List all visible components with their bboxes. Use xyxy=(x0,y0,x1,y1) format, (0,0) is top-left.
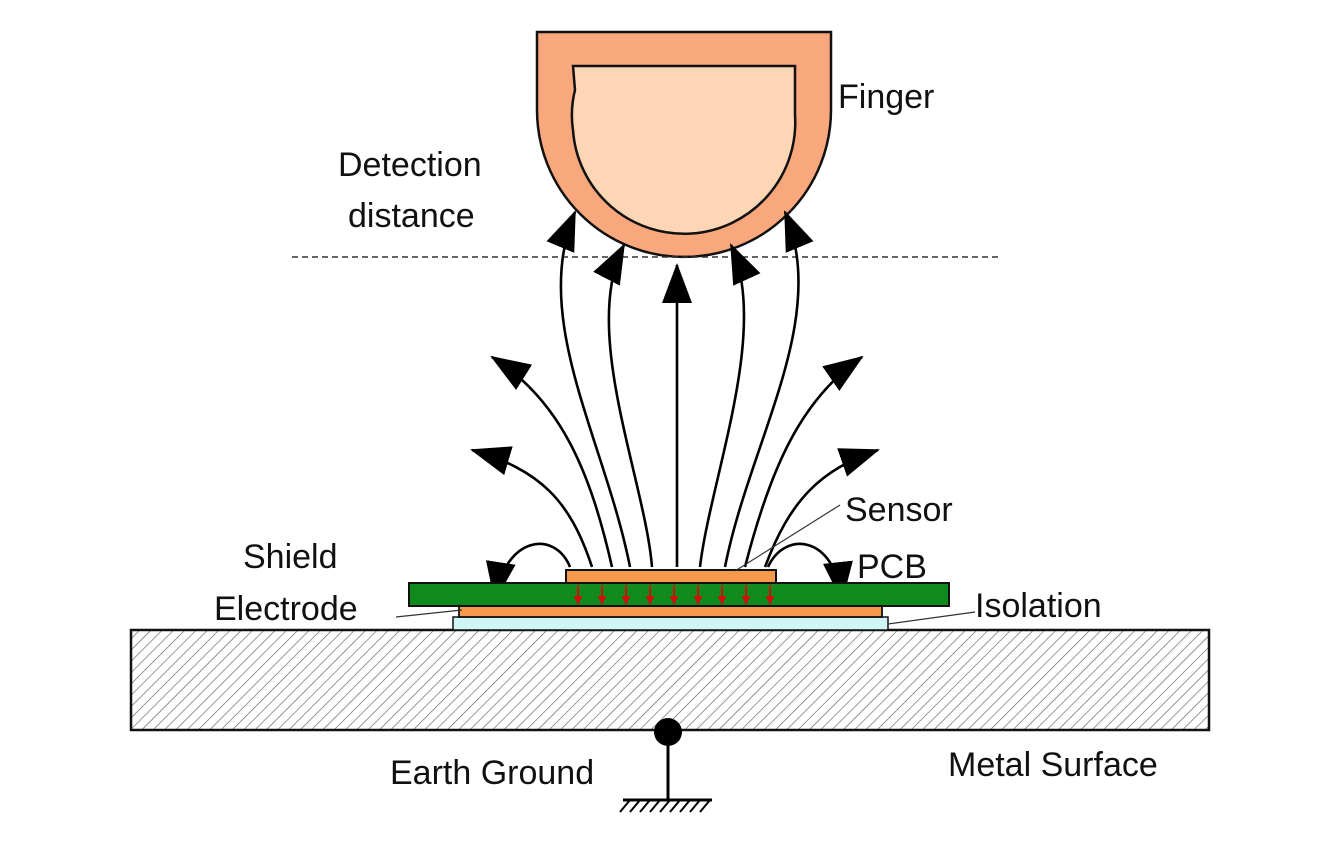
pcb-label: PCB xyxy=(857,548,927,586)
ground-hatch-mark xyxy=(649,799,661,813)
detection-distance-label-2: distance xyxy=(348,197,475,235)
detection-distance-label-1: Detection xyxy=(338,146,482,184)
field-loop-right xyxy=(766,542,853,602)
pcb-board xyxy=(408,582,950,607)
ground-hatch-mark xyxy=(639,799,651,813)
isolation-label: Isolation xyxy=(975,587,1102,625)
ground-hatch-mark xyxy=(659,799,671,813)
metal-surface xyxy=(129,628,1211,732)
shield-electrode-label-2: Electrode xyxy=(214,590,358,628)
isolation-layer xyxy=(452,616,889,631)
ground-hatch-mark xyxy=(629,799,641,813)
ground-hatch-mark xyxy=(669,799,681,813)
sensor-pad xyxy=(565,569,777,584)
field-line-lower-left xyxy=(470,446,594,568)
isolation-leader xyxy=(887,611,976,625)
sensor-leader xyxy=(734,504,841,572)
field-line-lower-right xyxy=(763,448,880,568)
leader-lines xyxy=(395,504,976,625)
field-loop-left xyxy=(485,542,572,602)
ground-hatch-mark xyxy=(689,799,701,813)
metal-surface-label: Metal Surface xyxy=(948,746,1158,784)
ground-hatch-mark xyxy=(679,799,691,813)
coupling-arrows xyxy=(573,585,775,605)
ground-hatch-mark xyxy=(619,799,631,813)
shield-leader xyxy=(395,609,463,618)
field-line-inner-right xyxy=(698,243,761,568)
ground-hatch-mark xyxy=(699,799,711,813)
field-line-outer-right xyxy=(723,210,814,568)
field-line-inner-left xyxy=(593,243,654,568)
finger xyxy=(535,30,833,259)
field-lines xyxy=(470,210,880,602)
finger-nail xyxy=(570,64,797,235)
shield-electrode-label-1: Shield xyxy=(243,538,338,576)
finger-label: Finger xyxy=(838,78,934,116)
earth-ground-symbol xyxy=(619,718,712,813)
field-line-upper-right xyxy=(743,355,864,568)
field-line-upper-left xyxy=(490,355,614,568)
earth-ground-label: Earth Ground xyxy=(390,754,594,792)
sensor-label: Sensor xyxy=(845,491,953,529)
field-line-outer-left xyxy=(546,210,632,568)
